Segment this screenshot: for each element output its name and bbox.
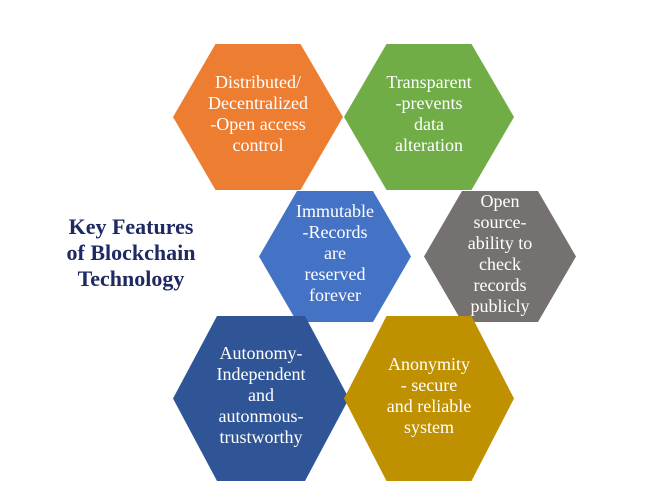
feature-line: forever: [309, 285, 361, 305]
feature-line: Open: [480, 190, 520, 211]
feature-line: Anonymity: [387, 353, 470, 374]
feature-line: Immutable: [296, 201, 374, 221]
title-line: Key Features: [68, 214, 194, 239]
feature-hexagon-anonymity: Anonymity - secure and reliable system: [344, 316, 514, 481]
feature-text: Anonymity - secure and reliable system: [369, 354, 489, 444]
title-line: of Blockchain: [66, 240, 196, 265]
feature-line: -Records: [302, 222, 368, 242]
feature-line: source-: [473, 211, 527, 232]
feature-line: ability to: [467, 232, 533, 253]
feature-line: control: [232, 135, 284, 155]
feature-line: Transparent: [386, 72, 472, 92]
feature-text: Open source- ability to check records pu…: [440, 190, 560, 322]
feature-line: and: [248, 385, 274, 405]
title-line: Technology: [77, 266, 185, 291]
diagram-title: Key Features of Blockchain Technology: [30, 214, 232, 292]
feature-hexagon-open-source: Open source- ability to check records pu…: [424, 191, 576, 322]
feature-line: Decentralized: [208, 93, 308, 113]
feature-line: records: [473, 274, 527, 295]
feature-line: alteration: [395, 135, 463, 155]
feature-hexagon-immutable: Immutable -Records are reserved forever: [259, 191, 411, 322]
feature-line: system: [403, 416, 454, 437]
feature-text: Transparent -prevents data alteration: [369, 72, 489, 162]
feature-line: and reliable: [386, 395, 472, 416]
feature-line: -prevents: [395, 93, 463, 113]
feature-text: Immutable -Records are reserved forever: [275, 201, 395, 312]
feature-text: Distributed/ Decentralized -Open access …: [198, 72, 318, 162]
feature-line: Autonomy-: [219, 343, 303, 363]
feature-hexagon-autonomy: Autonomy- Independent and autonmous- tru…: [173, 316, 349, 481]
feature-line: data: [414, 114, 444, 134]
feature-hexagon-transparent: Transparent -prevents data alteration: [344, 44, 514, 190]
feature-line: -Open access: [210, 114, 306, 134]
feature-line: - secure: [400, 374, 458, 395]
feature-line: reserved: [304, 264, 366, 284]
feature-line: Independent: [216, 364, 306, 384]
feature-line: trustworthy: [219, 427, 303, 447]
feature-hexagon-distributed: Distributed/ Decentralized -Open access …: [173, 44, 343, 190]
feature-line: Distributed/: [215, 72, 301, 92]
feature-line: check: [479, 253, 521, 274]
feature-line: publicly: [470, 295, 530, 316]
feature-line: are: [324, 243, 346, 263]
feature-text: Autonomy- Independent and autonmous- tru…: [201, 343, 321, 454]
feature-line: autonmous-: [218, 406, 304, 426]
